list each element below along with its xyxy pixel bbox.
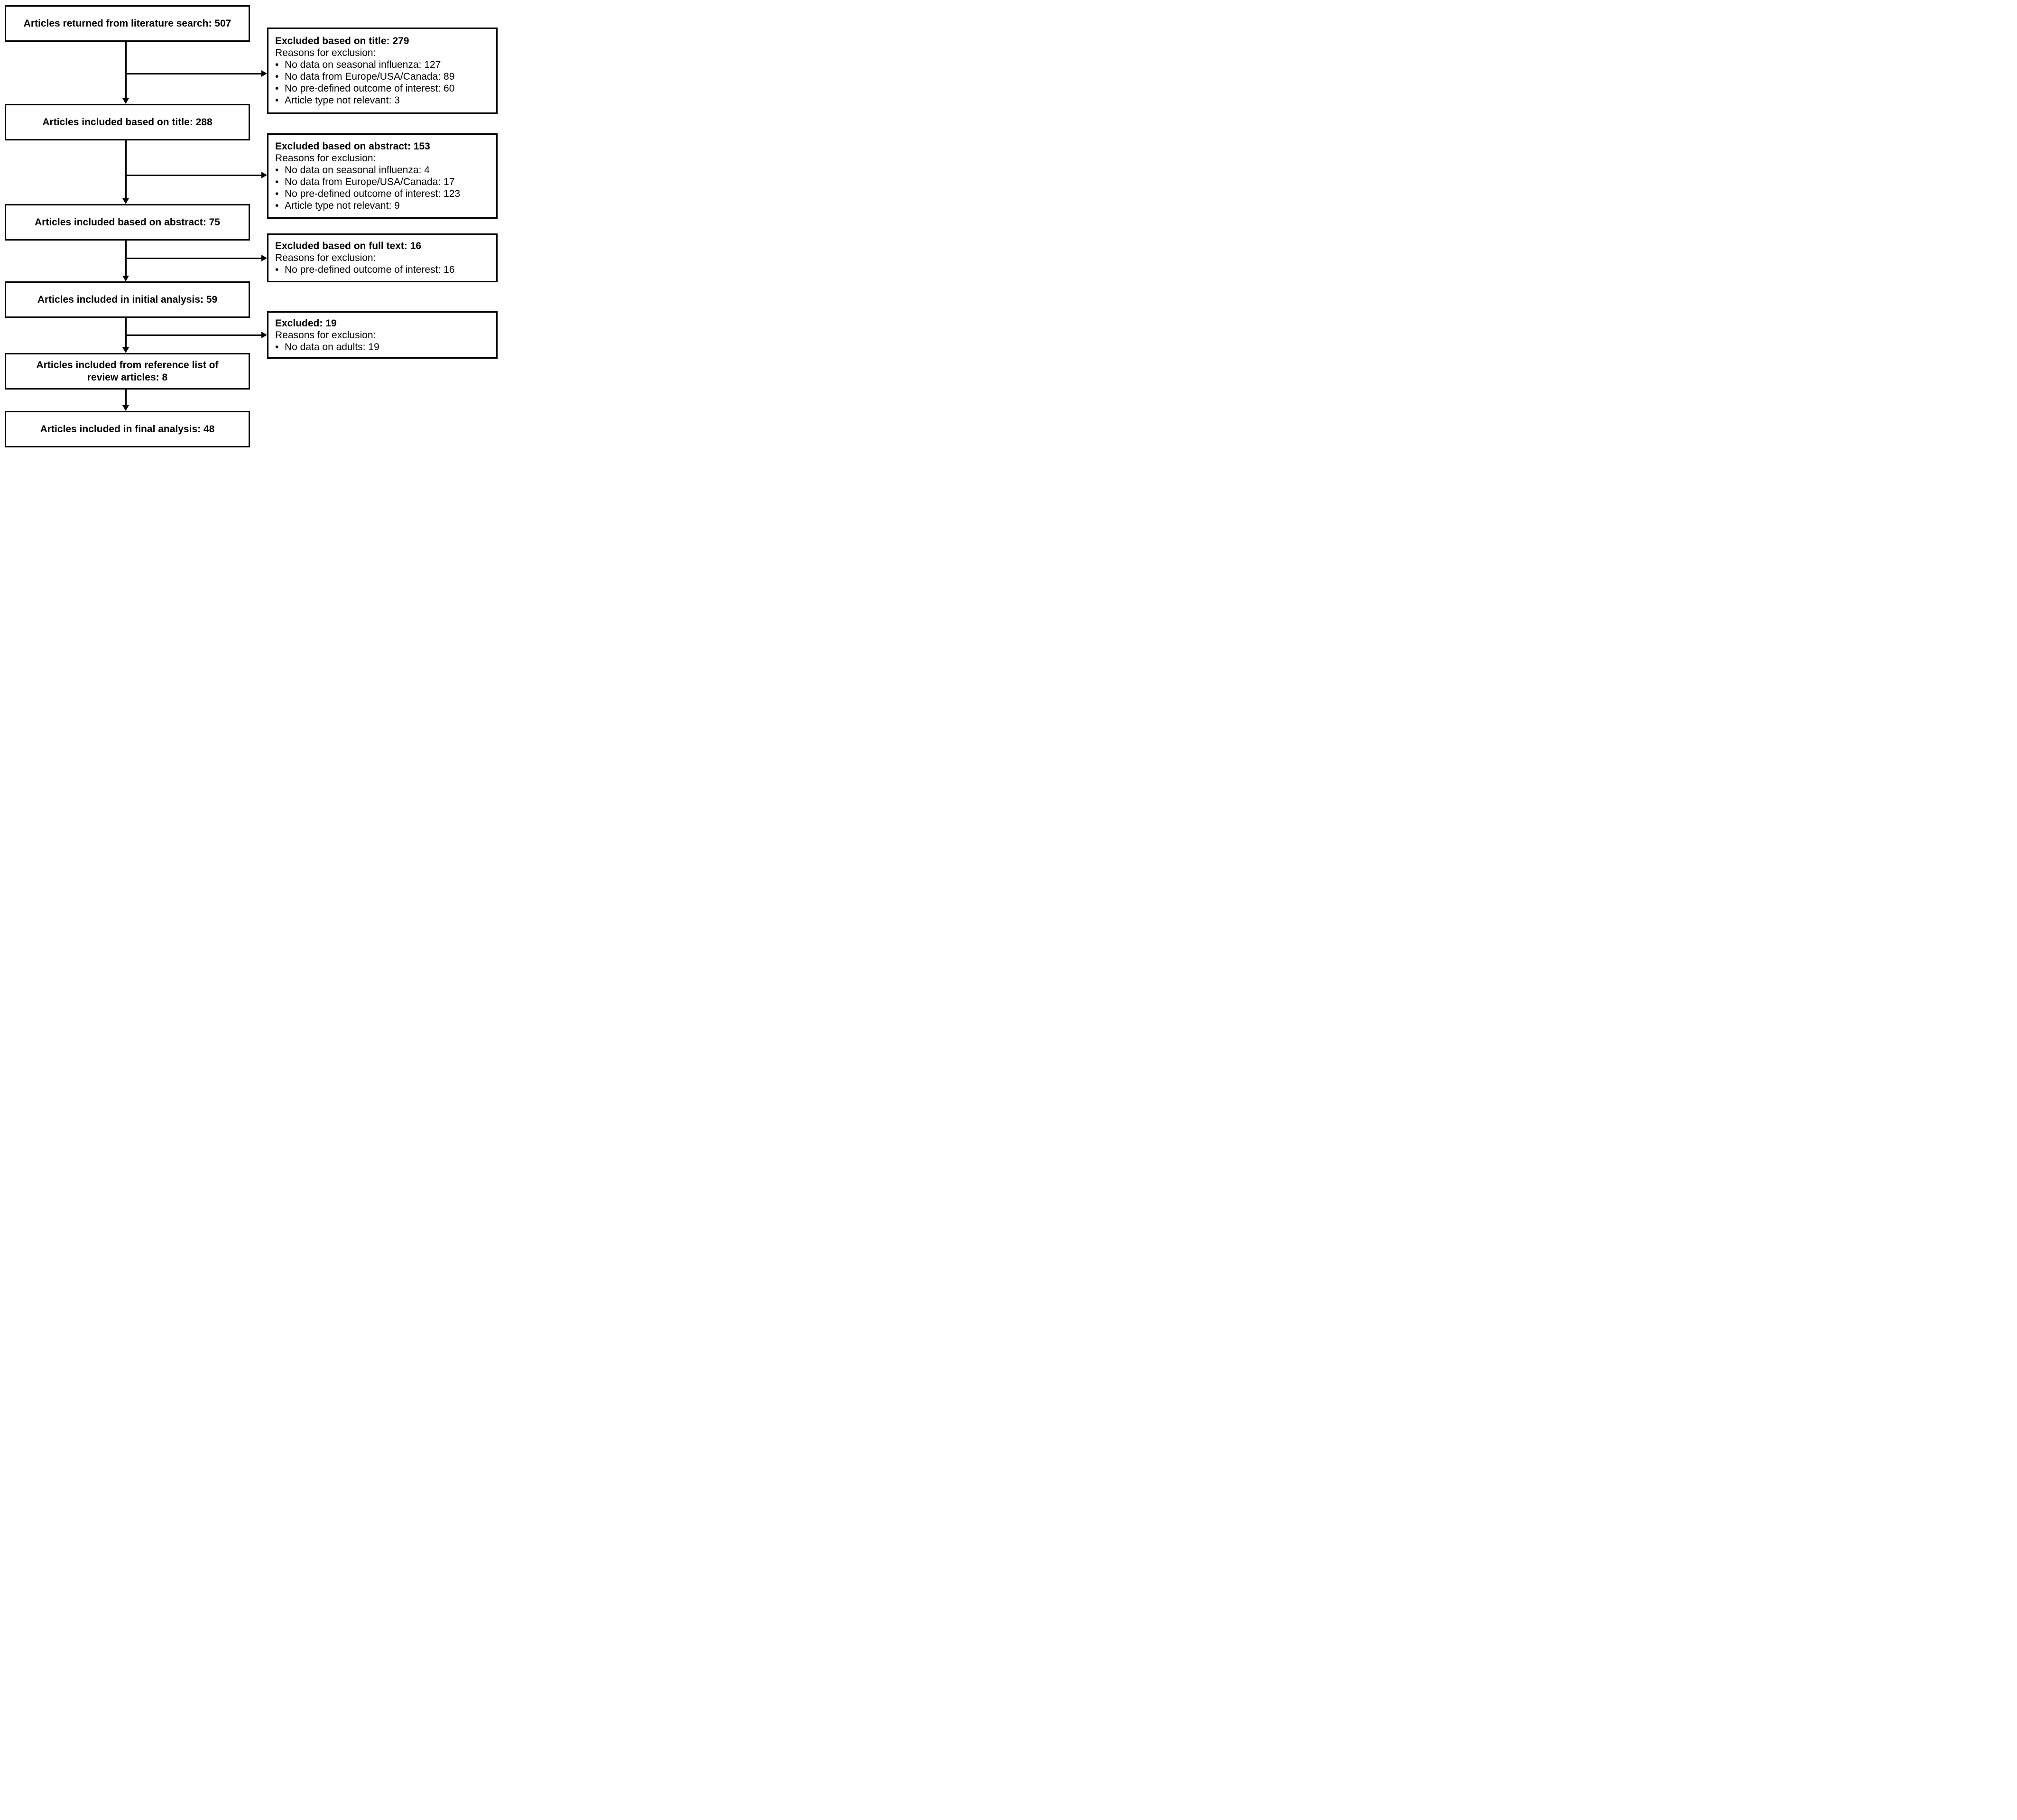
bullet-item: • No data on seasonal influenza: 4 [275,164,490,176]
bullet-icon: • [275,188,279,199]
connector-line-vertical [125,140,127,198]
flow-box-label: Articles included in final analysis: 48 [40,423,215,435]
bullet-item: • No data from Europe/USA/Canada: 17 [275,176,490,188]
exclusion-box-adults: Excluded: 19 Reasons for exclusion: • No… [267,311,498,359]
bullet-text: No data on seasonal influenza: 4 [285,165,430,176]
connector-line-vertical [125,390,127,405]
reasons-label: Reasons for exclusion: [275,153,376,164]
flow-box-reference-list: Articles included from reference list of… [5,353,250,390]
connector-line-horizontal [126,174,261,176]
bullet-text: No data on seasonal influenza: 127 [285,59,441,70]
bullet-item: • No data from Europe/USA/Canada: 89 [275,71,490,83]
flow-box-literature-search: Articles returned from literature search… [5,5,250,42]
flow-box-label: Articles returned from literature search… [23,18,231,29]
flow-box-initial-analysis: Articles included in initial analysis: 5… [5,281,250,318]
right-arrow-icon [261,331,267,338]
bullet-icon: • [275,200,279,211]
bullet-item: • No data on seasonal influenza: 127 [275,59,490,71]
down-arrow-icon [122,198,129,204]
exclusion-title: Excluded based on title: 279 [275,36,409,46]
bullet-icon: • [275,176,279,187]
connector-line-horizontal [126,334,261,336]
down-arrow-icon [122,276,129,281]
bullet-item: • Article type not relevant: 3 [275,94,490,106]
bullet-item: • Article type not relevant: 9 [275,200,490,212]
connector-line-horizontal [126,257,261,259]
flow-box-included-abstract: Articles included based on abstract: 75 [5,204,250,241]
bullet-text: No data from Europe/USA/Canada: 17 [285,176,455,187]
flow-box-label: Articles included in initial analysis: 5… [37,294,218,305]
bullet-icon: • [275,95,279,106]
exclusion-title: Excluded based on full text: 16 [275,241,422,251]
flow-box-final-analysis: Articles included in final analysis: 48 [5,411,250,447]
bullet-text: No data on adults: 19 [285,341,379,353]
bullet-text: Article type not relevant: 9 [285,200,400,211]
right-arrow-icon [261,70,267,77]
bullet-icon: • [275,165,279,176]
bullet-text: No pre-defined outcome of interest: 60 [285,83,455,94]
right-arrow-icon [261,171,267,178]
reasons-label: Reasons for exclusion: [275,252,376,263]
bullet-item: • No pre-defined outcome of interest: 12… [275,188,490,200]
bullet-icon: • [275,71,279,82]
exclusion-title: Excluded based on abstract: 153 [275,141,430,152]
exclusion-title: Excluded: 19 [275,317,337,329]
bullet-icon: • [275,59,279,70]
bullet-icon: • [275,341,279,353]
flow-box-included-title: Articles included based on title: 288 [5,104,250,140]
bullet-icon: • [275,264,279,275]
down-arrow-icon [122,347,129,353]
connector-line-vertical [125,318,127,347]
down-arrow-icon [122,98,129,104]
connector-line-horizontal [126,73,261,74]
exclusion-box-full-text: Excluded based on full text: 16 Reasons … [267,233,498,282]
bullet-text: No data from Europe/USA/Canada: 89 [285,71,455,82]
bullet-item: • No data on adults: 19 [275,341,490,353]
flow-box-label: Articles included based on title: 288 [42,116,213,128]
reasons-label: Reasons for exclusion: [275,47,376,58]
connector-line-vertical [125,42,127,98]
bullet-text: No pre-defined outcome of interest: 123 [285,188,461,199]
down-arrow-icon [122,405,129,411]
flow-box-label: Articles included based on abstract: 75 [35,216,220,228]
reasons-label: Reasons for exclusion: [275,329,376,341]
bullet-item: • No pre-defined outcome of interest: 60 [275,83,490,94]
exclusion-box-title: Excluded based on title: 279 Reasons for… [267,28,498,114]
right-arrow-icon [261,254,267,261]
bullet-item: • No pre-defined outcome of interest: 16 [275,264,490,276]
exclusion-box-abstract: Excluded based on abstract: 153 Reasons … [267,133,498,219]
bullet-text: No pre-defined outcome of interest: 16 [285,264,455,275]
bullet-icon: • [275,83,279,94]
flow-box-label: Articles included from reference list of… [36,359,219,383]
flow-diagram: Articles returned from literature search… [0,0,504,455]
bullet-text: Article type not relevant: 3 [285,95,400,106]
